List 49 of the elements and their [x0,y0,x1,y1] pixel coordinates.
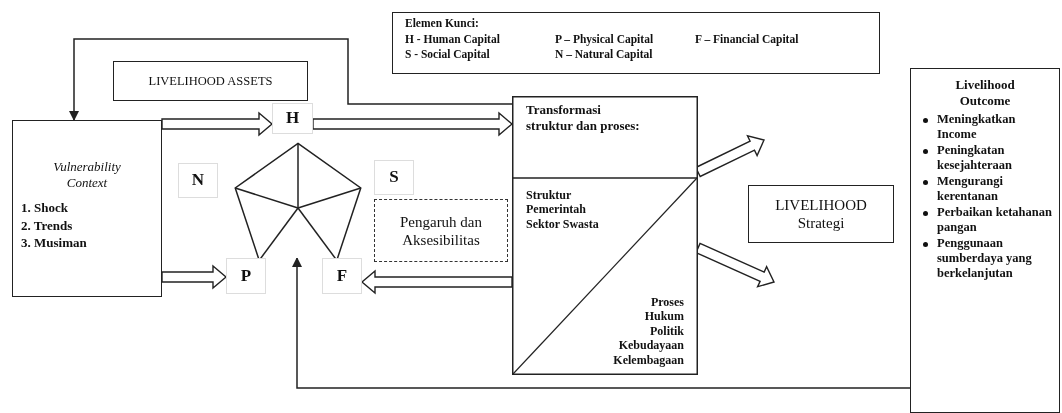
strategy-box [748,185,894,243]
box-heading: Transformasi struktur dan proses: [526,102,641,134]
box-label: LIVELIHOOD ASSETS [148,73,273,89]
key-box [392,12,880,74]
list-item: Sektor Swasta [526,216,600,232]
letter-box [226,258,266,294]
block-arrow [161,264,228,290]
capital-letter: P [240,265,252,287]
outcome-box [910,68,1060,413]
list-item: Politik [650,323,684,339]
box-label: LIVELIHOOD Strategi [774,196,868,232]
box-label: Pengaruh dan Aksesibilitas [398,212,484,249]
list-item: 1. Shock [21,200,69,216]
bullet-item: Mengurangi kerentanan [937,174,1004,205]
capital-letter: N [191,170,205,191]
capital-letter: H [285,108,300,129]
block-arrow [161,111,274,137]
list-item: Proses Hukum [643,295,684,324]
box-heading: Livelihood Outcome [954,77,1016,109]
bullet-item: Peningkatan kesejahteraan [937,143,1013,174]
list-item: 2. Trends [21,217,74,234]
letter-box [374,160,414,195]
letter-box [272,103,313,134]
key-entry: S - Social Capital [405,47,491,62]
list-item: Kebudayaan [618,338,684,353]
capital-letter: F [336,265,348,287]
key-heading: Elemen Kunci: [405,17,479,31]
dashed-box [374,199,508,262]
bullet-item: Perbaikan ketahanan pangan [937,205,1053,236]
key-entry: P – Physical Capital [555,32,655,47]
block-arrow [360,269,513,295]
key-entry: H - Human Capital [405,32,501,47]
box-heading: Vulnerability Context [52,159,122,191]
letter-box [322,258,362,294]
transformation-box [512,96,698,375]
connector-arrow [68,38,513,122]
letter-box [178,163,218,198]
key-entry: F – Financial Capital [695,32,800,47]
bullet-item: Meningkatkan Income [937,112,1017,143]
block-arrow [312,111,514,137]
bullet-item: Penggunaan sumberdaya yang berkelanjutan [937,236,1033,282]
list-item: Struktur Pemerintah [526,188,587,217]
list-item: Kelembagaan [613,352,684,367]
block-arrow [695,242,775,288]
key-entry: N – Natural Capital [555,47,654,62]
list-item: 3. Musiman [21,235,87,251]
context-box [12,120,162,297]
capital-letter: S [389,167,399,188]
title-box [113,61,308,101]
